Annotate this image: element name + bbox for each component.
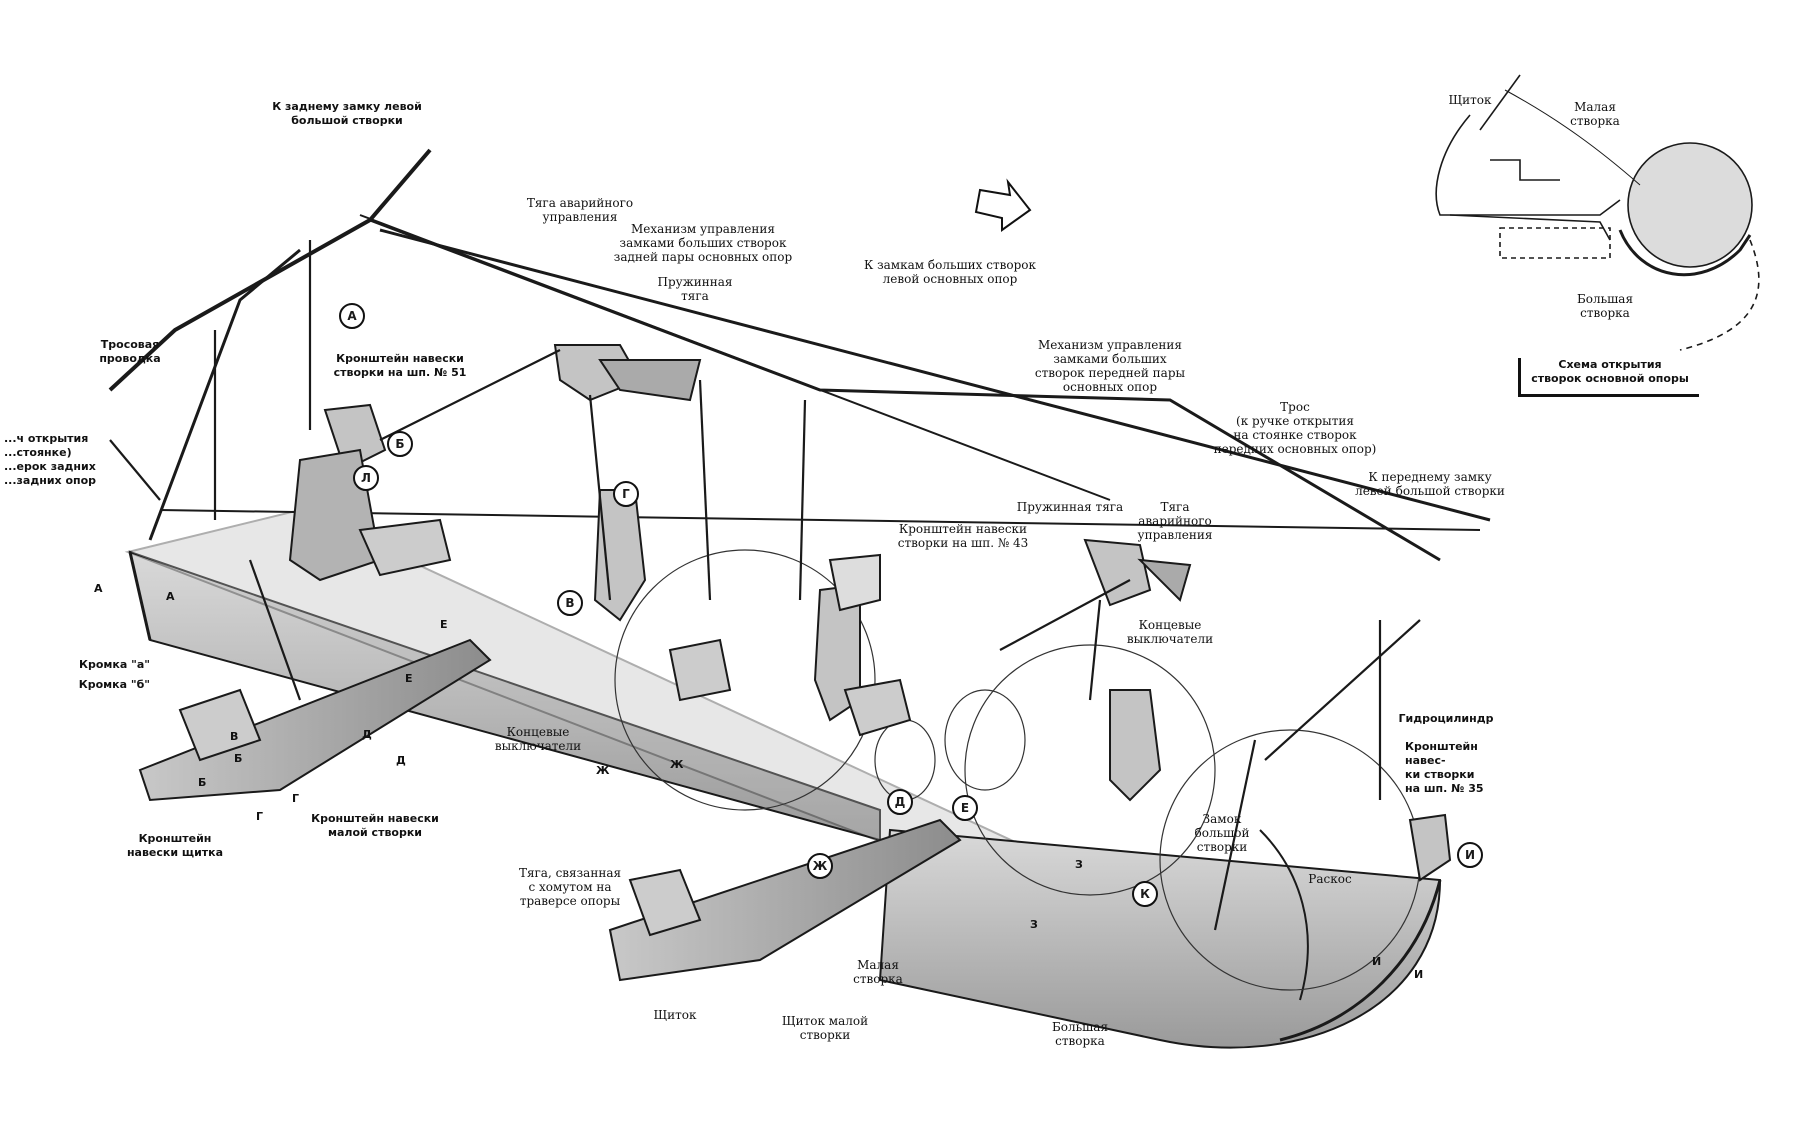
section-mark-g2: Г xyxy=(256,810,264,823)
label-limit-switches-left: Концевые выключатели xyxy=(494,725,582,753)
section-mark-zh1: Ж xyxy=(596,764,610,777)
label-inset-big-door: Большая створка xyxy=(1576,292,1634,320)
label-big-door: Большая створка xyxy=(1051,1020,1109,1048)
section-mark-zh2: Ж xyxy=(670,758,684,771)
label-cable-front: Трос (к ручке открытия на стоянке створо… xyxy=(1213,400,1377,456)
label-small-door-shield: Щиток малой створки xyxy=(781,1014,869,1042)
section-mark-i2: И xyxy=(1414,968,1424,981)
marker-v: В xyxy=(557,590,583,616)
mechanism-parts xyxy=(178,344,1452,937)
marker-d: Д xyxy=(887,789,913,815)
marker-e: Е xyxy=(952,795,978,821)
label-small-door: Малая створка xyxy=(853,958,903,986)
label-shield: Щиток xyxy=(653,1008,697,1022)
label-bracket-small-door: Кронштейн навески малой створки xyxy=(311,812,439,839)
label-bracket-b: Кромка "б" xyxy=(78,678,150,691)
section-mark-g1: Г xyxy=(292,792,300,805)
label-front-lock-left-big: К переднему замку левой большой створки xyxy=(1355,470,1505,498)
section-mark-a2: А xyxy=(166,590,175,603)
label-lock-mech-rear: Механизм управления замками больших ство… xyxy=(613,222,793,264)
inset-caption-frame xyxy=(1518,358,1699,397)
label-ground-open-partial: ...ч открытия ...стоянке) ...ерок задних… xyxy=(4,432,97,487)
label-spring-rod-mid: Пружинная тяга xyxy=(1016,500,1124,514)
section-mark-d1: Д xyxy=(396,754,406,767)
label-big-door-lock: Замок большой створки xyxy=(1194,812,1250,854)
flight-direction-arrow xyxy=(974,178,1032,232)
section-mark-d2: Д xyxy=(362,728,372,741)
marker-k: К xyxy=(1132,881,1158,907)
marker-l: Л xyxy=(353,465,379,491)
connecting-rods xyxy=(109,240,1421,931)
label-inset-small-door: Малая створка xyxy=(1570,100,1620,128)
label-rod-collar: Тяга, связанная с хомутом на траверсе оп… xyxy=(518,866,622,908)
section-mark-e1: Е xyxy=(440,618,448,631)
label-brace: Раскос xyxy=(1308,872,1352,886)
label-big-doors-left-main: К замкам больших створок левой основных … xyxy=(863,258,1037,286)
label-bracket-43: Кронштейн навески створки на шп. № 43 xyxy=(897,522,1029,550)
section-mark-b2: Б xyxy=(198,776,207,789)
marker-b: Б xyxy=(387,431,413,457)
section-mark-e2: Е xyxy=(405,672,413,685)
label-spring-rod-top: Пружинная тяга xyxy=(657,275,733,303)
label-bracket-51: Кронштейн навески створки на шп. № 51 xyxy=(333,352,467,379)
door-opening-inset xyxy=(1435,74,1760,351)
label-bracket-a: Кромка "а" xyxy=(78,658,150,671)
section-mark-z1: З xyxy=(1075,858,1083,871)
section-mark-b1: Б xyxy=(234,752,243,765)
label-hydro-cylinder: Гидроцилиндр xyxy=(1398,712,1494,725)
section-mark-a1: А xyxy=(94,582,103,595)
label-bracket-shield: Кронштейн навески щитка xyxy=(126,832,224,859)
label-limit-switches-right: Концевые выключатели xyxy=(1126,618,1214,646)
label-inset-caption: Схема открытия створок основной опоры xyxy=(1531,358,1689,385)
marker-a: А xyxy=(339,303,365,329)
section-mark-z2: З xyxy=(1030,918,1038,931)
label-inset-shield: Щиток xyxy=(1448,93,1492,107)
marker-g: Г xyxy=(613,481,639,507)
label-emergency-rod-top: Тяга аварийного управления xyxy=(526,196,634,224)
section-mark-i1: И xyxy=(1372,955,1382,968)
main-bay-body xyxy=(108,148,1491,1049)
label-rear-lock-left-big-door: К заднему замку левой большой створки xyxy=(272,100,422,127)
label-emergency-rod-mid: Тяга аварийного управления xyxy=(1137,500,1213,542)
label-lock-mech-front: Механизм управления замками больших ство… xyxy=(1034,338,1186,394)
section-mark-v: В xyxy=(230,730,239,743)
marker-zh: Ж xyxy=(807,853,833,879)
label-bracket-35: Кронштейн навес- ки створки на шп. № 35 xyxy=(1405,740,1484,795)
label-cable-wiring: Тросовая проводка xyxy=(99,338,161,365)
marker-i: И xyxy=(1457,842,1483,868)
